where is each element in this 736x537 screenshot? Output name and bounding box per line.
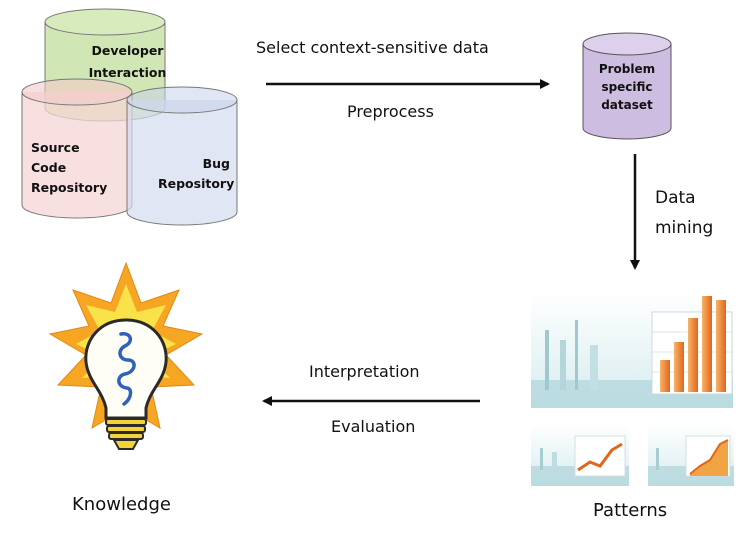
preprocess-label: Preprocess <box>347 102 434 121</box>
data-mining-label: Data mining <box>655 188 714 238</box>
line-chart-icon <box>531 424 734 486</box>
bug-repository-label: Bug Repository <box>158 156 235 191</box>
bar-chart-icon <box>531 293 733 408</box>
select-context-label: Select context-sensitive data <box>256 38 489 57</box>
patterns-label: Patterns <box>593 500 668 521</box>
problem-dataset-cylinder <box>582 32 672 140</box>
evaluation-label: Evaluation <box>331 417 416 436</box>
interpretation-label: Interpretation <box>309 362 420 381</box>
source-code-repository-cylinder <box>21 78 133 219</box>
knowledge-label: Knowledge <box>72 494 171 515</box>
problem-dataset-label: Problem specific dataset <box>598 62 656 112</box>
source-code-repository-label: Source Code Repository <box>31 140 108 195</box>
lightbulb-icon <box>48 261 204 450</box>
developer-interaction-label: Developer Interaction <box>88 43 167 80</box>
bug-repository-cylinder <box>126 86 238 226</box>
